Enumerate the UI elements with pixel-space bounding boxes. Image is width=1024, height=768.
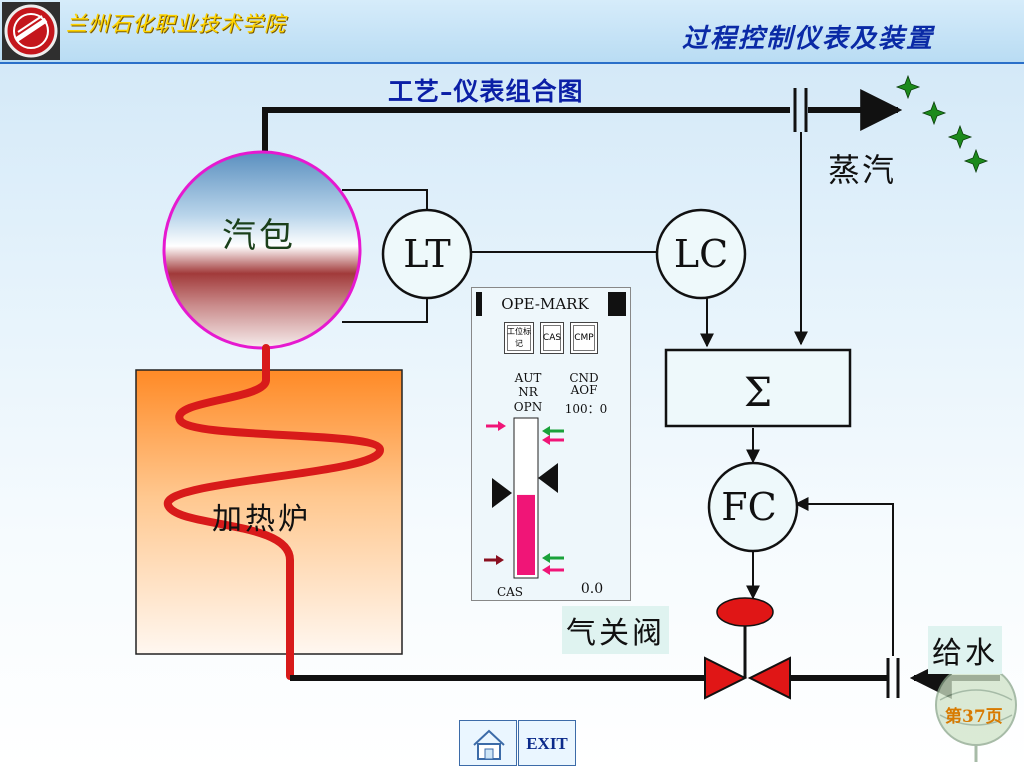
mode-nr: NR [518, 385, 538, 399]
level-tap-upper [342, 189, 428, 210]
exit-button[interactable]: EXIT [518, 720, 576, 766]
summer-block [664, 348, 852, 428]
cas-button[interactable]: CAS [540, 322, 564, 354]
feed-flow-signal [794, 497, 894, 656]
cas-indicator: CAS [496, 585, 524, 599]
cmp-button[interactable]: CMP [570, 322, 598, 354]
bar-fill [517, 494, 535, 575]
steam-orifice-icon [793, 88, 808, 132]
drum-label: 汽包 [222, 216, 296, 256]
panel-bargraph [484, 417, 564, 579]
globe-decoration-icon [935, 664, 1017, 762]
lower-arrow-left-icon [484, 555, 504, 565]
feed-orifice-icon [886, 658, 900, 698]
mode-opn: OPN [513, 400, 543, 414]
diagram-title: 工艺–仪表组合图 [388, 77, 584, 106]
status-aof: AOF [570, 383, 598, 397]
ratio-readout: 100：0 [564, 402, 608, 416]
level-tap-lower [342, 298, 428, 323]
home-icon [473, 729, 505, 760]
lc-bubble [655, 208, 747, 300]
valve-label: 气关阀 [562, 606, 669, 654]
furnace-label: 加热炉 [212, 502, 311, 537]
heater-coil [164, 344, 385, 680]
course-title: 过程控制仪表及装置 [681, 24, 934, 54]
feed-water-label: 给水 [928, 626, 1002, 674]
air-close-valve-icon [704, 597, 791, 700]
steam-sparkle-icon [895, 74, 989, 174]
lower-arrow-right-icon [542, 553, 564, 575]
steam-pipe [262, 107, 790, 152]
lt-bubble [381, 208, 473, 300]
home-button[interactable] [459, 720, 517, 766]
output-value: 0.0 [580, 581, 604, 597]
steam-label: 蒸汽 [828, 151, 897, 189]
cascade-arrow-icon [542, 426, 564, 445]
valve-position-marker-icon [492, 463, 558, 508]
school-name: 兰州石化职业技术学院 [66, 12, 286, 36]
header-bar: 兰州石化职业技术学院 过程控制仪表及装置 [0, 0, 1024, 64]
panel-title: OPE-MARK [482, 292, 608, 316]
flow-controller-label: FC [721, 485, 777, 529]
tag-mark-button[interactable]: 工位标记 [504, 322, 534, 354]
fc-bubble [707, 461, 799, 553]
page-number: 第37页 [945, 707, 1003, 727]
status-cnd: CND [569, 371, 599, 385]
school-logo-icon [2, 2, 60, 60]
operator-panel: OPE-MARK 工位标记 CAS CMP AUT NR OPN CND AOF… [471, 287, 631, 601]
summer-label: Σ [743, 370, 773, 416]
level-controller-label: LC [673, 232, 729, 276]
level-transmitter-label: LT [403, 232, 451, 276]
mode-aut: AUT [514, 371, 542, 385]
setpoint-arrow-icon [486, 421, 506, 431]
